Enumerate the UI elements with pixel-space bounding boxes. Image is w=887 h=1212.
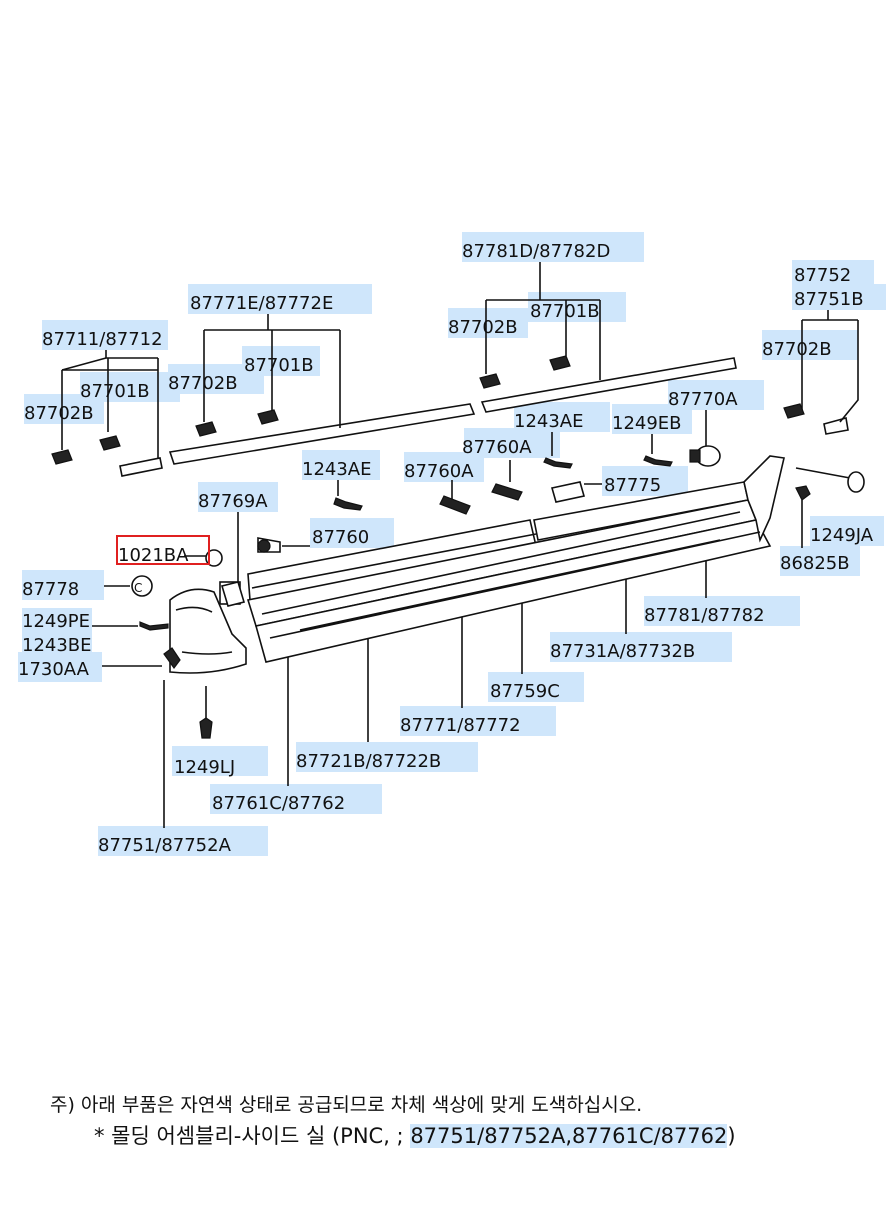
note-molding-suffix: ) bbox=[727, 1124, 736, 1148]
callout-1249ja[interactable]: 1249JA bbox=[810, 525, 874, 546]
callout-labels: 87781D/87782D 87752 87751B 87771E/87772E… bbox=[18, 241, 874, 856]
note-line-1: 주) 아래 부품은 자연색 상태로 공급되므로 차체 색상에 맞게 도색하십시오… bbox=[50, 1090, 642, 1117]
callout-1249eb[interactable]: 1249EB bbox=[612, 413, 682, 434]
callout-87781d-87782d[interactable]: 87781D/87782D bbox=[462, 241, 610, 262]
callout-87701b-b[interactable]: 87701B bbox=[244, 355, 314, 376]
selected-callout-box bbox=[116, 535, 210, 565]
callout-87778[interactable]: 87778 bbox=[22, 579, 79, 600]
note-molding-prefix: * 몰딩 어셈블리-사이드 실 (PNC, ; bbox=[94, 1124, 411, 1148]
label-highlights bbox=[18, 232, 886, 856]
callout-87760a-a[interactable]: 87760A bbox=[462, 437, 532, 458]
callout-87771-87772[interactable]: 87771/87772 bbox=[400, 715, 521, 736]
callout-87781-87782[interactable]: 87781/87782 bbox=[644, 605, 765, 626]
callout-87759c[interactable]: 87759C bbox=[490, 681, 560, 702]
callout-87761c-87762[interactable]: 87761C/87762 bbox=[212, 793, 345, 814]
callout-87711-87712[interactable]: 87711/87712 bbox=[42, 329, 163, 350]
callout-87752[interactable]: 87752 bbox=[794, 265, 851, 286]
callout-87760[interactable]: 87760 bbox=[312, 527, 369, 548]
callout-1243ae-b[interactable]: 1243AE bbox=[302, 459, 372, 480]
callout-1243ae-a[interactable]: 1243AE bbox=[514, 411, 584, 432]
callout-87701b-a[interactable]: 87701B bbox=[530, 301, 600, 322]
callout-87702b-d[interactable]: 87702B bbox=[24, 403, 94, 424]
fasteners: C bbox=[51, 355, 865, 739]
callout-1249pe[interactable]: 1249PE bbox=[22, 611, 90, 632]
callout-1730aa[interactable]: 1730AA bbox=[18, 659, 90, 680]
side-sill-molding bbox=[169, 455, 785, 674]
callout-87702b-b[interactable]: 87702B bbox=[762, 339, 832, 360]
callout-87769a[interactable]: 87769A bbox=[198, 491, 268, 512]
note-paint-instruction: 주) 아래 부품은 자연색 상태로 공급되므로 차체 색상에 맞게 도색하십시오… bbox=[50, 1094, 643, 1116]
callout-87721b-87722b[interactable]: 87721B/87722B bbox=[296, 751, 441, 772]
upper-moldings bbox=[119, 357, 849, 477]
callout-87701b-c[interactable]: 87701B bbox=[80, 381, 150, 402]
callout-1249lj[interactable]: 1249LJ bbox=[174, 757, 235, 778]
callout-87751-87752a[interactable]: 87751/87752A bbox=[98, 835, 232, 856]
callout-87702b-c[interactable]: 87702B bbox=[168, 373, 238, 394]
callout-87751b[interactable]: 87751B bbox=[794, 289, 864, 310]
callout-87702b-a[interactable]: 87702B bbox=[448, 317, 518, 338]
callout-87775[interactable]: 87775 bbox=[604, 475, 661, 496]
callout-87731a-87732b[interactable]: 87731A/87732B bbox=[550, 641, 695, 662]
callout-87760a-b[interactable]: 87760A bbox=[404, 461, 474, 482]
callout-1243be[interactable]: 1243BE bbox=[22, 635, 92, 656]
note-molding-parts[interactable]: 87751/87752A,87761C/87762 bbox=[410, 1124, 728, 1148]
callout-87771e-87772e[interactable]: 87771E/87772E bbox=[190, 293, 333, 314]
svg-text:C: C bbox=[134, 581, 142, 595]
note-line-2: * 몰딩 어셈블리-사이드 실 (PNC, ; 87751/87752A,877… bbox=[94, 1120, 736, 1150]
callout-1021ba[interactable]: 1021BA bbox=[118, 545, 189, 566]
callout-87770a[interactable]: 87770A bbox=[668, 389, 738, 410]
callout-86825b[interactable]: 86825B bbox=[780, 553, 850, 574]
